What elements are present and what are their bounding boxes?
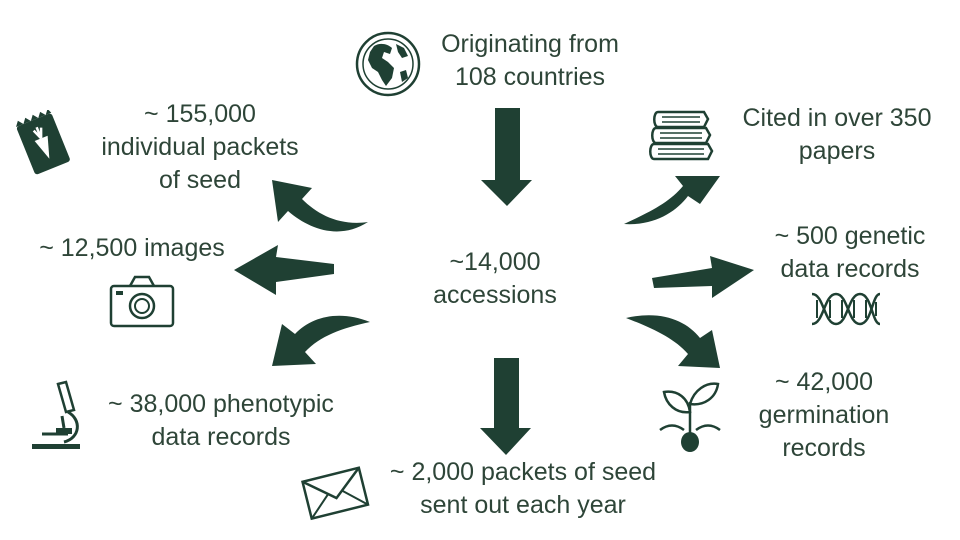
- center-text: ~14,000 accessions: [410, 246, 580, 312]
- arrow-center-to-papers: [624, 176, 720, 225]
- images-text: ~ 12,500 images: [22, 232, 242, 265]
- arrow-center-to-packets: [272, 180, 368, 232]
- genetic-line2: data records: [780, 255, 920, 283]
- seed-packet-icon: [16, 110, 70, 175]
- arrow-center-to-genetic: [652, 256, 754, 298]
- phenotypic-line1: ~ 38,000 phenotypic: [108, 390, 334, 418]
- arrow-center-to-germination: [626, 315, 720, 368]
- arrow-center-to-sent: [480, 358, 531, 455]
- center-line2: accessions: [433, 281, 557, 309]
- sent-line1: ~ 2,000 packets of seed: [389, 458, 657, 486]
- camera-icon: [109, 275, 175, 328]
- germination-line1: ~ 42,000: [774, 368, 873, 396]
- phenotypic-line2: data records: [151, 423, 291, 451]
- papers-line2: papers: [798, 137, 876, 165]
- seedling-icon: [659, 382, 721, 452]
- packets-line3: of seed: [158, 166, 241, 194]
- phenotypic-text: ~ 38,000 phenotypic data records: [88, 388, 354, 454]
- germination-line3: records: [782, 434, 866, 462]
- germination-line2: germination: [758, 401, 890, 429]
- arrow-center-to-images: [234, 245, 334, 295]
- images-line1: ~ 12,500 images: [39, 234, 225, 262]
- countries-line2: 108 countries: [454, 63, 606, 91]
- germination-text: ~ 42,000 germination records: [736, 366, 912, 465]
- globe-icon: [355, 31, 421, 97]
- sent-line2: sent out each year: [420, 491, 626, 519]
- genetic-line1: ~ 500 genetic: [774, 222, 926, 250]
- countries-text: Originating from 108 countries: [420, 28, 640, 94]
- center-line1: ~14,000: [449, 248, 541, 276]
- sent-text: ~ 2,000 packets of seed sent out each yea…: [368, 456, 678, 522]
- arrow-countries-to-center: [481, 108, 532, 206]
- genetic-text: ~ 500 genetic data records: [752, 220, 948, 286]
- arrow-center-to-phenotypic: [272, 315, 370, 366]
- papers-line1: Cited in over 350: [742, 104, 932, 132]
- papers-text: Cited in over 350 papers: [720, 102, 954, 168]
- books-icon: [649, 110, 714, 161]
- countries-line1: Originating from: [441, 30, 619, 58]
- packets-line1: ~ 155,000: [144, 100, 256, 128]
- packets-text: ~ 155,000 individual packets of seed: [76, 98, 324, 197]
- microscope-icon: [32, 380, 80, 449]
- packets-line2: individual packets: [101, 133, 299, 161]
- dna-icon: [811, 292, 881, 326]
- envelope-icon: [301, 466, 370, 521]
